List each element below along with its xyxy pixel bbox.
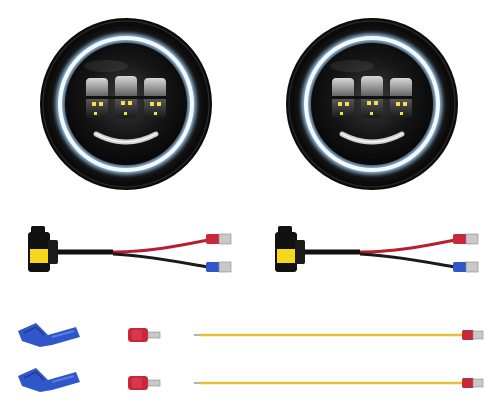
blue-tap-splice-connectors: [17, 322, 81, 393]
yellow-jumper-wires: [192, 328, 485, 390]
h11-wiring-harness-left: [28, 226, 231, 272]
red-spade-terminals: [127, 327, 161, 391]
led-headlight-right: [286, 18, 458, 190]
h11-wiring-harness-right: [275, 226, 478, 272]
led-headlight-left: [40, 18, 212, 190]
